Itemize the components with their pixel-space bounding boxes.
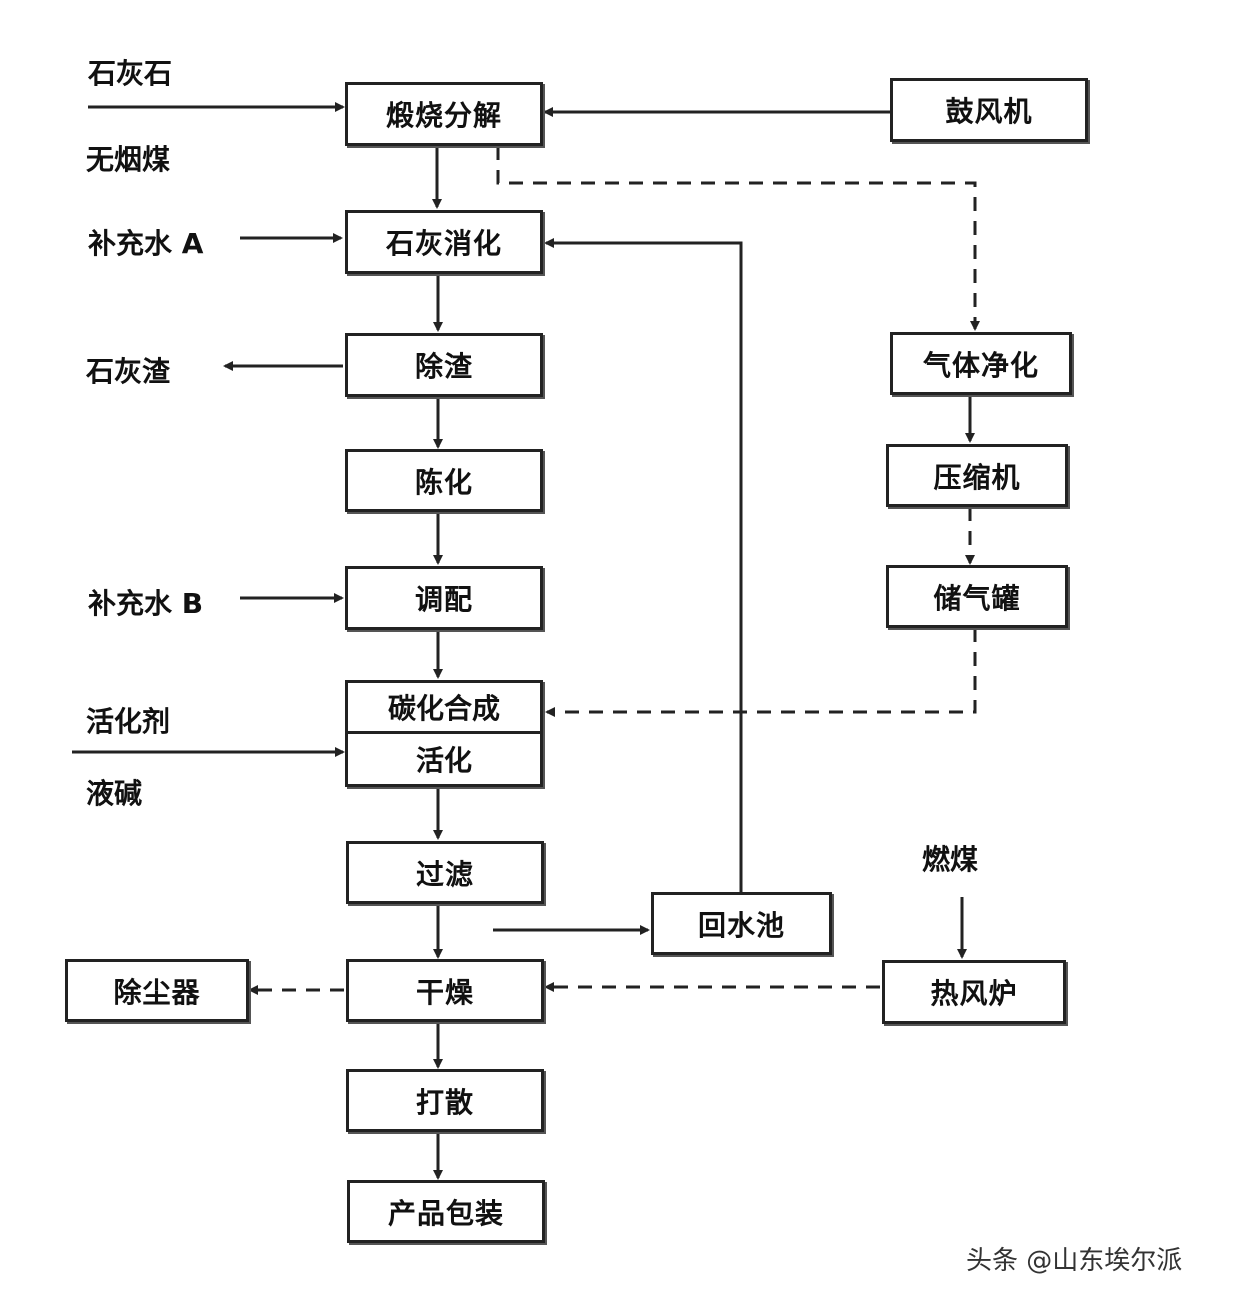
solid-connectors	[72, 102, 975, 1180]
activator-label: 活化剂	[86, 705, 171, 738]
lime-slag-label: 石灰渣	[86, 355, 171, 388]
dashed-connectors	[248, 146, 980, 995]
filtration-box: 过滤	[346, 841, 544, 904]
packaging-box: 产品包装	[347, 1180, 545, 1243]
limestone-label: 石灰石	[88, 57, 173, 90]
activation-label: 活化	[415, 743, 472, 777]
gas-purification-box: 气体净化	[890, 332, 1072, 395]
blower-box: 鼓风机	[890, 78, 1088, 142]
aging-box: 陈化	[345, 449, 543, 512]
slag-removal-box: 除渣	[345, 333, 543, 397]
gas-tank-box: 储气罐	[886, 565, 1068, 628]
water-b-label: 补充水 B	[88, 587, 204, 620]
drying-box: 干燥	[346, 959, 544, 1022]
blending-box: 调配	[345, 566, 543, 630]
scattering-box: 打散	[346, 1069, 544, 1132]
coal-fuel-label: 燃煤	[922, 843, 979, 876]
dust-collector-box: 除尘器	[65, 959, 249, 1022]
water-return-pool-box: 回水池	[651, 892, 832, 955]
liquid-alkali-label: 液碱	[86, 777, 143, 810]
carbonation-activation-box: 碳化合成 活化	[345, 680, 543, 787]
watermark: 头条 @山东埃尔派	[966, 1246, 1183, 1276]
calcination-box: 煅烧分解	[345, 82, 543, 146]
compressor-box: 压缩机	[886, 444, 1068, 507]
carbonation-label: 碳化合成	[348, 683, 540, 734]
water-a-label: 补充水 A	[88, 227, 204, 260]
hot-air-furnace-box: 热风炉	[882, 960, 1066, 1024]
anthracite-label: 无烟煤	[86, 143, 171, 176]
lime-digestion-box: 石灰消化	[345, 210, 543, 274]
